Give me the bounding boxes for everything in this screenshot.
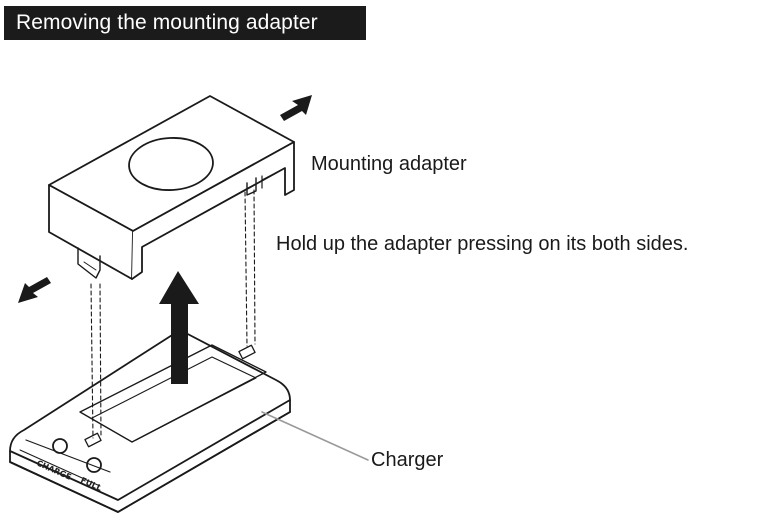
charger	[9, 329, 291, 513]
press-arrow-icon	[280, 95, 312, 121]
instruction-text: Hold up the adapter pressing on its both…	[276, 233, 689, 255]
mounting-adapter-label: Mounting adapter	[311, 153, 467, 175]
charger-label: Charger	[371, 449, 444, 471]
mounting-adapter	[48, 95, 295, 280]
alignment-guides	[90, 189, 256, 439]
section-heading: Removing the mounting adapter	[4, 6, 366, 40]
press-arrow-icon	[18, 277, 51, 303]
lift-arrow-icon	[159, 271, 199, 384]
charger-leader-line	[261, 411, 369, 461]
